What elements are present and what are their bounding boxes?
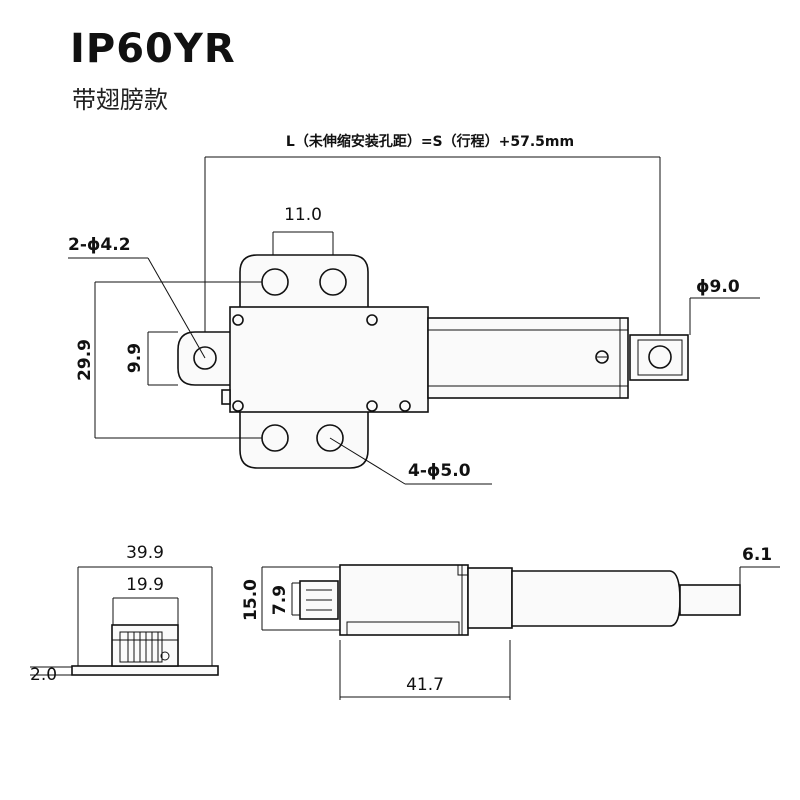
side-view: 15.0 7.9 41.7 6.1 xyxy=(241,545,780,700)
side-housing xyxy=(339,564,469,636)
height-inner-dimension: 9.9 xyxy=(125,331,178,386)
lower-wing-hole-left xyxy=(261,424,289,452)
side-tube xyxy=(467,567,513,629)
hole-2-label: 2-ϕ4.2 xyxy=(68,235,131,255)
hole-spacing-label: 11.0 xyxy=(284,205,322,225)
screw-bottom-mid xyxy=(366,400,378,412)
end-view: 39.9 19.9 2.0 xyxy=(30,543,219,685)
product-subtitle: 带翅膀款 xyxy=(72,86,168,114)
screw-top-left xyxy=(232,314,244,326)
upper-wing-hole-right xyxy=(319,268,347,296)
height-side-label: 15.0 xyxy=(241,579,261,621)
thickness-label: 2.0 xyxy=(30,665,57,685)
length-dimension: L（未伸缩安装孔距）=S（行程）+57.5mm xyxy=(204,133,661,355)
rod-hole-label: ϕ9.0 xyxy=(696,277,740,297)
hole-2-dimension: 2-ϕ4.2 xyxy=(68,235,206,359)
rod-diameter-label: 6.1 xyxy=(742,545,772,565)
body-length-label: 41.7 xyxy=(406,675,444,695)
screw-bottom-right xyxy=(399,400,411,412)
side-rod xyxy=(679,584,741,616)
height-inner-label: 9.9 xyxy=(125,343,145,373)
height-total-label: 29.9 xyxy=(75,339,95,381)
upper-wing-hole-left xyxy=(261,268,289,296)
screw-bottom-left xyxy=(232,400,244,412)
side-tube-taper xyxy=(511,570,681,627)
width-total-label: 39.9 xyxy=(126,543,164,563)
height-total-dimension: 29.9 xyxy=(75,281,262,439)
housing-left-tab xyxy=(221,389,231,405)
rod-hole-dimension: ϕ9.0 xyxy=(689,277,760,335)
lower-wing xyxy=(239,409,369,469)
length-formula-label: L（未伸缩安装孔距）=S（行程）+57.5mm xyxy=(286,133,574,150)
hole-4-dimension: 4-ϕ5.0 xyxy=(329,437,492,485)
rod-end-hole xyxy=(648,345,672,369)
main-housing xyxy=(229,306,429,413)
hole-4-label: 4-ϕ5.0 xyxy=(408,461,471,481)
product-title: IP60YR xyxy=(70,26,236,72)
width-inner-label: 19.9 xyxy=(126,575,164,595)
actuator-tube xyxy=(427,317,629,399)
screw-top-right xyxy=(366,314,378,326)
end-view-body xyxy=(111,624,179,667)
end-view-plate xyxy=(71,665,219,676)
height-side-inner-label: 7.9 xyxy=(270,585,290,615)
